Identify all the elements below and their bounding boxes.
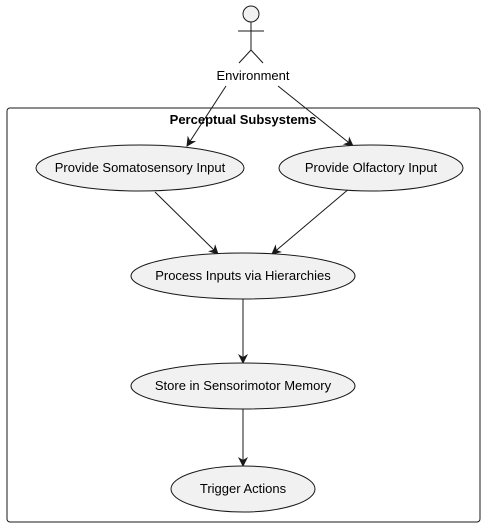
system-boundary-frame — [6, 107, 481, 523]
use-case-ellipse — [130, 252, 356, 300]
arrow-somatosensory-to-process — [154, 191, 219, 255]
use-case-ellipse — [130, 362, 356, 410]
use-case-ellipse — [170, 465, 316, 513]
actor-label: Environment — [217, 68, 290, 83]
use-case-label: Provide Olfactory Input — [305, 160, 438, 175]
stick-figure-actor-icon — [238, 5, 264, 64]
arrow-olfactory-to-process — [271, 187, 351, 255]
use-case-ellipse — [35, 144, 245, 192]
connections — [154, 85, 354, 467]
use-case-trigger: Trigger Actions — [170, 465, 316, 513]
use-case-label: Provide Somatosensory Input — [55, 160, 226, 175]
actor-environment: Environment — [217, 5, 290, 83]
use-case-label: Trigger Actions — [200, 481, 287, 496]
arrow-actor-to-somatosensory — [186, 85, 227, 147]
use-case-somatosensory: Provide Somatosensory Input — [35, 144, 245, 192]
use-case-olfactory: Provide Olfactory Input — [278, 144, 464, 192]
use-case-label: Process Inputs via Hierarchies — [155, 268, 331, 283]
use-case-process: Process Inputs via Hierarchies — [130, 252, 356, 300]
system-boundary-title: Perceptual Subsystems — [170, 112, 317, 127]
arrow-actor-to-olfactory — [277, 85, 354, 147]
use-case-ellipse — [278, 144, 464, 192]
use-case-store: Store in Sensorimotor Memory — [130, 362, 356, 410]
use-case-label: Store in Sensorimotor Memory — [155, 378, 332, 393]
